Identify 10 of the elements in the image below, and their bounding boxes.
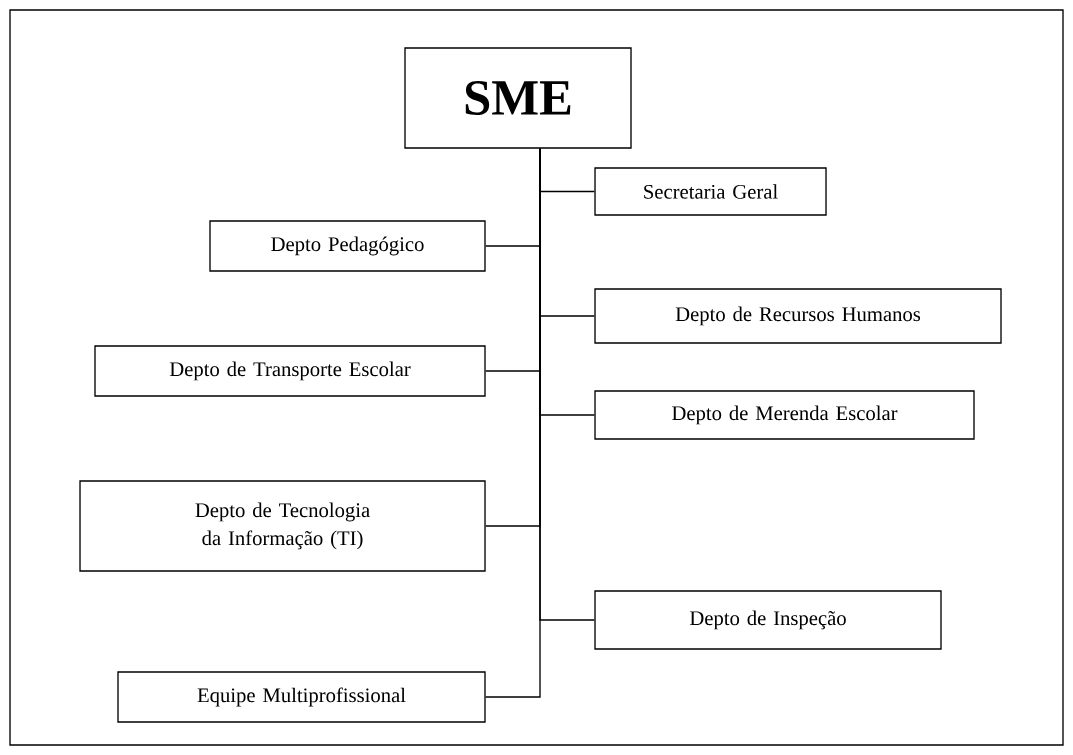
- department-box: Depto de Tecnologia da Informação (TI): [79, 480, 486, 572]
- department-box: Depto de Recursos Humanos: [594, 288, 1002, 344]
- root-box: SME: [404, 47, 632, 149]
- department-box: Depto de Inspeção: [594, 590, 942, 650]
- department-box: Depto Pedagógico: [209, 220, 486, 272]
- department-box: Equipe Multiprofissional: [117, 671, 486, 723]
- department-box: Depto de Transporte Escolar: [94, 345, 486, 397]
- department-box: Secretaria Geral: [594, 167, 827, 216]
- connector-line: [485, 148, 541, 698]
- department-box: Depto de Merenda Escolar: [594, 390, 975, 440]
